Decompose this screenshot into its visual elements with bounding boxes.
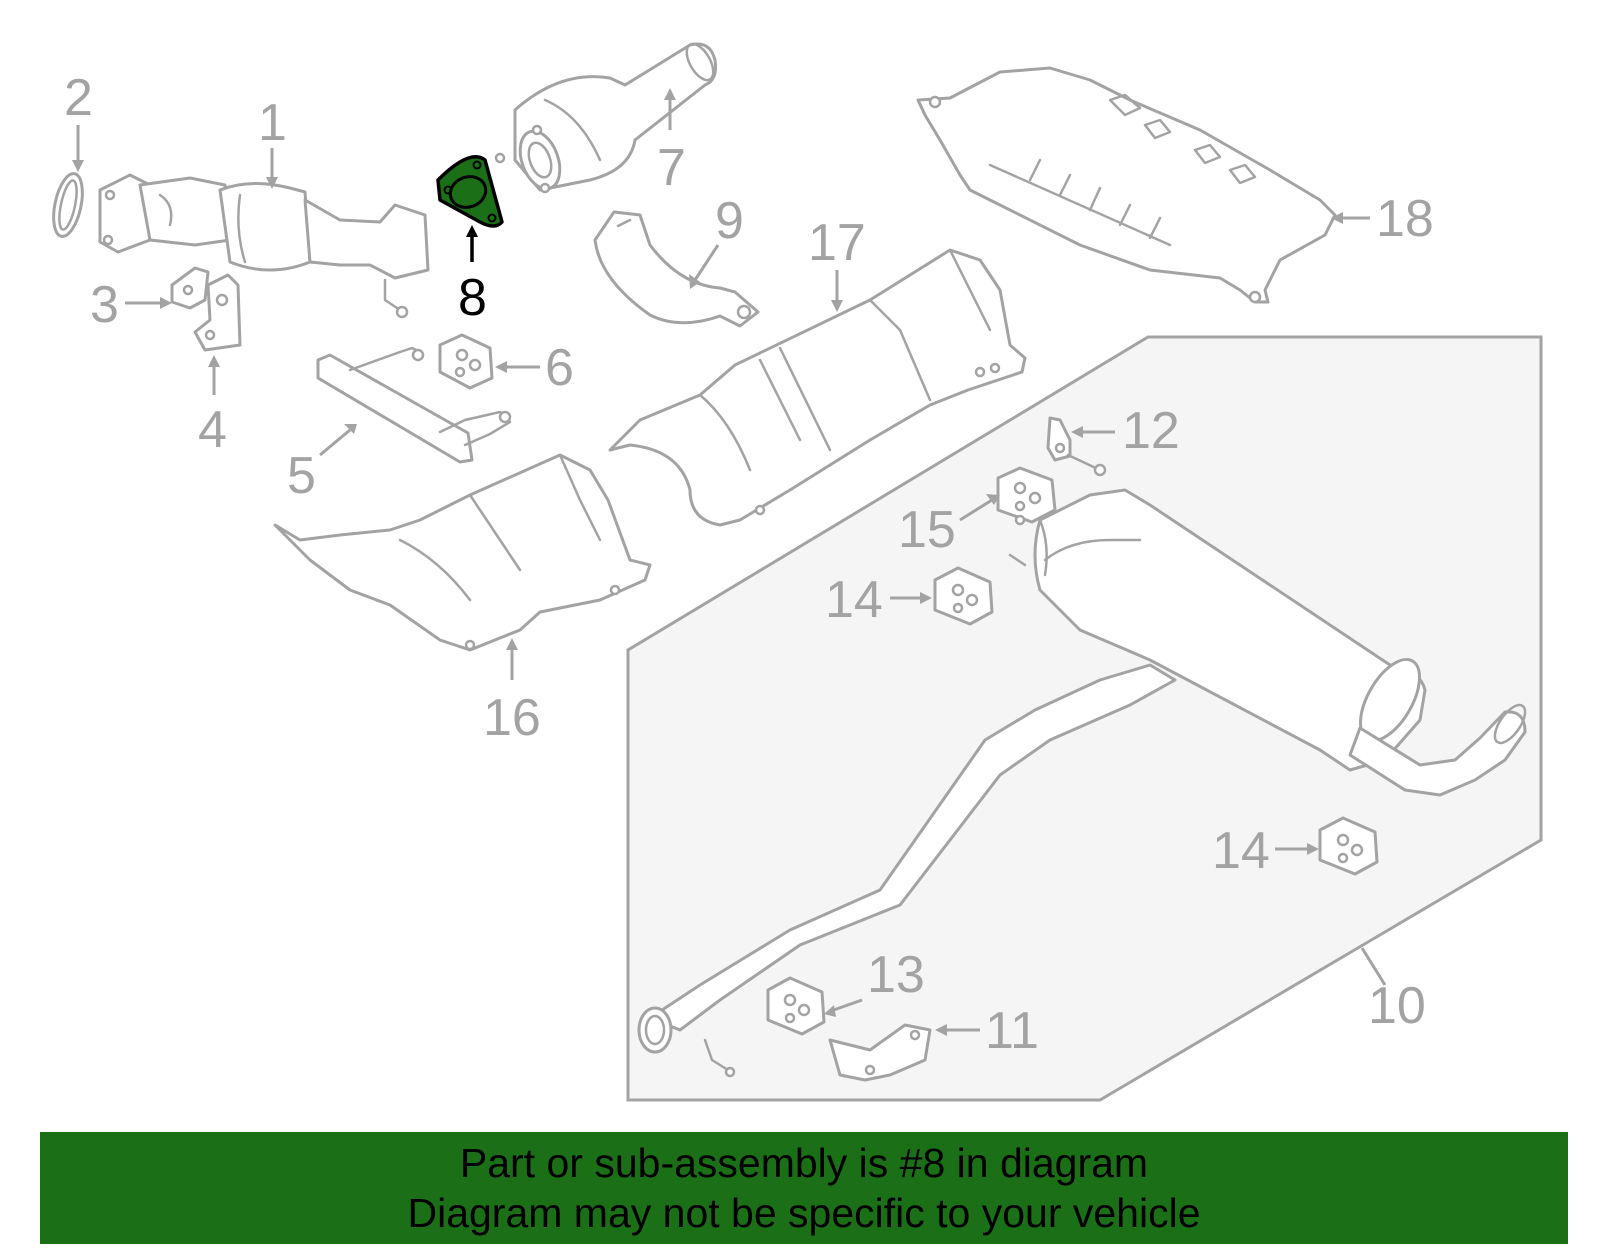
part-18-underbody-shield[interactable] [916, 66, 1337, 304]
banner-line-2: Diagram may not be specific to your vehi… [407, 1190, 1201, 1236]
part-10-muffler-pipe-assembly[interactable] [637, 488, 1531, 1078]
part-17-heat-shield[interactable] [608, 248, 1027, 527]
callout-14-lower: 14 [1212, 822, 1270, 880]
callout-1: 1 [258, 94, 287, 152]
callout-4: 4 [198, 401, 227, 459]
part-1-catalytic-converter[interactable] [98, 173, 430, 319]
part-11-bracket[interactable] [828, 1023, 932, 1082]
part-16-heat-shield[interactable] [273, 453, 652, 652]
callout-12: 12 [1122, 402, 1180, 460]
callout-10: 10 [1368, 977, 1426, 1035]
callout-5: 5 [287, 447, 316, 505]
callout-7: 7 [657, 139, 686, 197]
part-3-bracket[interactable] [170, 266, 210, 310]
callout-15: 15 [898, 501, 956, 559]
callout-11: 11 [985, 1002, 1039, 1060]
part-4-bracket[interactable] [193, 273, 242, 352]
part-5-bracket-rail[interactable] [316, 346, 512, 464]
part-6-rubber-hanger[interactable] [438, 333, 494, 390]
part-7-front-pipe[interactable] [494, 40, 719, 195]
banner-line-1: Part or sub-assembly is #8 in diagram [459, 1140, 1149, 1186]
callout-16: 16 [483, 689, 541, 747]
info-banner: Part or sub-assembly is #8 in diagram Di… [40, 1132, 1568, 1244]
callout-2: 2 [64, 69, 93, 127]
leader-lines [72, 88, 1387, 1036]
part-8-gasket-highlighted[interactable] [436, 155, 504, 228]
part-15-rubber-hanger[interactable] [996, 466, 1057, 524]
part-2-gasket-ring[interactable] [49, 171, 88, 239]
part-14-rubber-hanger-lower[interactable] [1318, 816, 1379, 876]
callout-3: 3 [90, 276, 119, 334]
callout-8-highlighted: 8 [458, 269, 487, 327]
exhaust-system-diagram: 2 1 3 4 5 6 7 8 9 17 18 12 15 14 16 14 1… [49, 40, 1543, 1102]
callout-9: 9 [715, 192, 744, 250]
callout-13: 13 [867, 946, 925, 1004]
callout-6: 6 [545, 339, 574, 397]
callout-18: 18 [1376, 190, 1434, 248]
part-13-rubber-hanger[interactable] [766, 976, 826, 1036]
part-14-rubber-hanger-upper[interactable] [933, 566, 994, 626]
callout-17: 17 [808, 214, 866, 272]
callout-14-upper: 14 [825, 571, 883, 629]
part-9-heat-shield[interactable] [593, 210, 760, 328]
part-12-hanger-bracket[interactable] [1046, 416, 1107, 477]
